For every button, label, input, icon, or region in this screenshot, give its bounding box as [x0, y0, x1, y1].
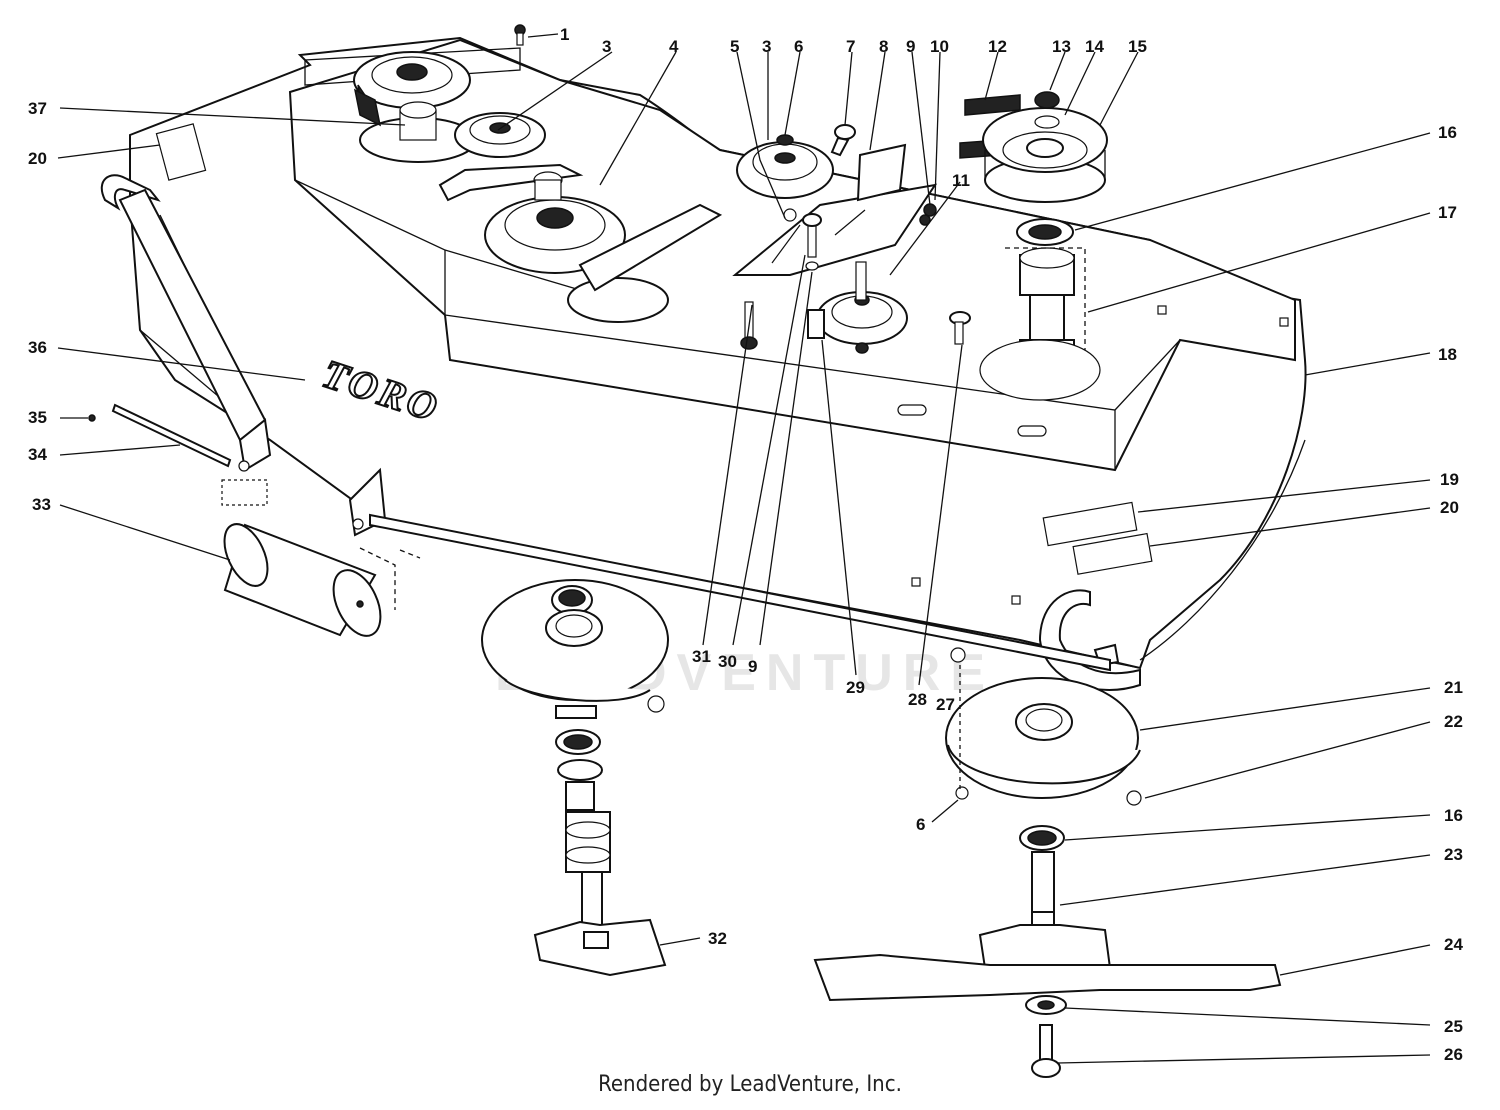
callout-5: 5 [730, 37, 739, 56]
callout-3: 3 [602, 37, 611, 56]
bolt-1 [514, 24, 526, 46]
callout-19: 19 [1440, 470, 1459, 489]
spindle-housing-right [813, 647, 1282, 1078]
leader-lines [57, 33, 1431, 1064]
callout-30: 30 [718, 652, 737, 671]
bolt-28 [949, 311, 971, 345]
callout-12: 12 [988, 37, 1007, 56]
credit-text: Rendered by LeadVenture, Inc. [598, 1072, 902, 1097]
callout-3-b: 3 [762, 37, 771, 56]
callout-24: 24 [1444, 935, 1463, 954]
callout-29: 29 [846, 678, 865, 697]
callout-18: 18 [1438, 345, 1457, 364]
callout-16: 16 [1438, 123, 1457, 142]
callout-27: 27 [936, 695, 955, 714]
callout-32: 32 [708, 929, 727, 948]
pulley-center-4 [484, 171, 723, 323]
callout-36: 36 [28, 338, 47, 357]
callout-35: 35 [28, 408, 47, 427]
callout-21: 21 [1444, 678, 1463, 697]
callout-10: 10 [930, 37, 949, 56]
bolt-30 [802, 213, 822, 271]
callout-20: 20 [28, 149, 47, 168]
idler-pulley-3 [454, 112, 546, 158]
idler-pulley-11 [807, 261, 908, 354]
callout-6-b: 6 [916, 815, 925, 834]
spindle-17 [979, 218, 1101, 401]
callout-1: 1 [560, 25, 569, 44]
callout-17: 17 [1438, 203, 1457, 222]
spindle-37 [359, 101, 477, 163]
callout-34: 34 [28, 445, 47, 464]
callout-11: 11 [952, 171, 970, 190]
roller-arm-assembly [111, 188, 1111, 672]
callout-4: 4 [669, 37, 679, 56]
callout-labels: 1 3 37 20 4 5 3 6 7 8 9 10 11 12 13 14 1… [28, 25, 1463, 1064]
callout-25: 25 [1444, 1017, 1463, 1036]
callout-13: 13 [1052, 37, 1071, 56]
callout-9: 9 [906, 37, 915, 56]
callout-33: 33 [32, 495, 51, 514]
drive-pulley-15 [982, 91, 1108, 203]
callout-37: 37 [28, 99, 47, 118]
callout-7: 7 [846, 37, 855, 56]
callout-28: 28 [908, 690, 927, 709]
callout-20-b: 20 [1440, 498, 1459, 517]
callout-9-b: 9 [748, 657, 757, 676]
spindle-housing-left [481, 579, 669, 977]
callout-23: 23 [1444, 845, 1463, 864]
callout-6: 6 [794, 37, 803, 56]
pulley-left-rear [353, 51, 471, 113]
callout-22: 22 [1444, 712, 1463, 731]
callout-26: 26 [1444, 1045, 1463, 1064]
clip-35 [88, 414, 96, 422]
callout-14: 14 [1085, 37, 1104, 56]
callout-8: 8 [879, 37, 888, 56]
callout-16-b: 16 [1444, 806, 1463, 825]
bolt-31 [740, 301, 758, 350]
bolt-7 [830, 124, 856, 157]
callout-31: 31 [692, 647, 711, 666]
roller [221, 479, 396, 637]
pulley-3-center [736, 134, 834, 222]
callout-15: 15 [1128, 37, 1147, 56]
